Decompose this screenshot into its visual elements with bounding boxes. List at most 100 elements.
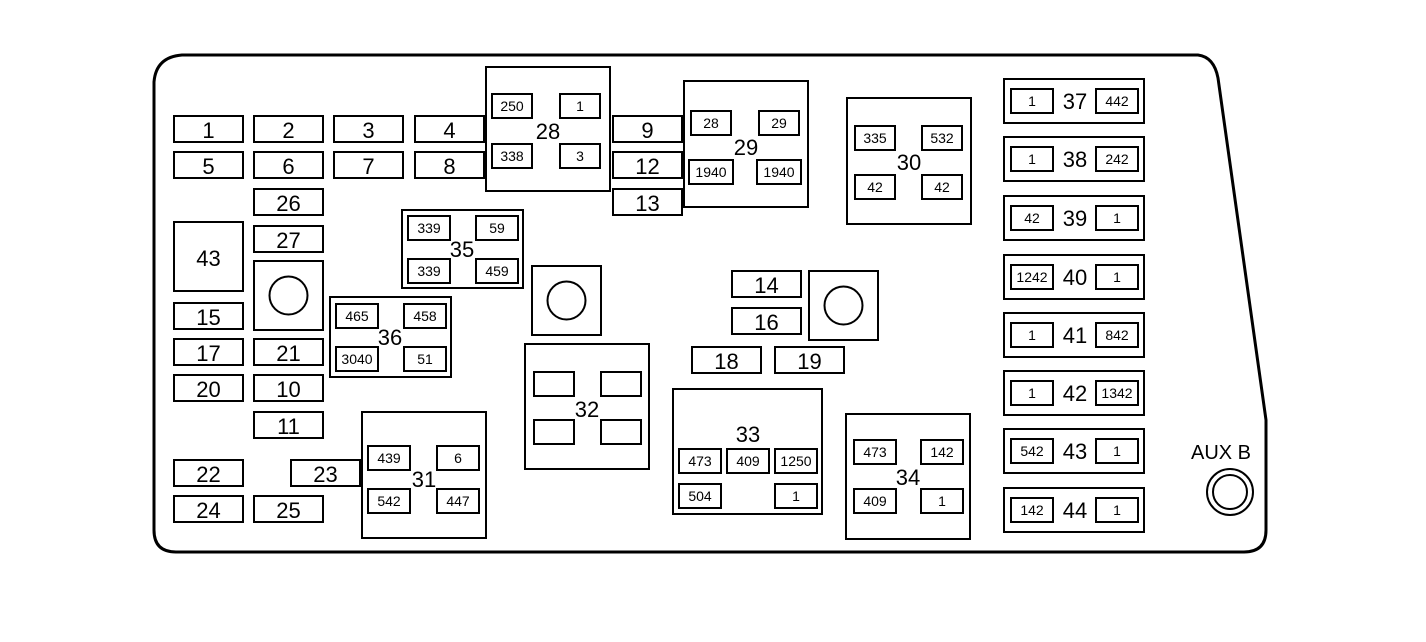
- block-43: 43: [173, 221, 244, 292]
- fuse-label: 9: [641, 118, 653, 143]
- relay-44: 142 1 44: [1003, 487, 1145, 533]
- relay-37: 1 442 37: [1003, 78, 1145, 124]
- pin-label: 458: [413, 308, 437, 324]
- pin-label: 409: [736, 453, 760, 469]
- fuse-label: 11: [277, 414, 300, 439]
- stud-center: [531, 265, 602, 336]
- fuse-8: 8: [414, 151, 485, 179]
- block-label: 32: [575, 397, 599, 422]
- block-label: 36: [378, 325, 402, 350]
- stud-circle: [546, 280, 587, 321]
- aux-b-label: AUX B: [1191, 442, 1251, 464]
- aux-b-stud: AUX B: [1191, 442, 1254, 516]
- pin-label: 1: [1028, 151, 1036, 167]
- stud-right: [808, 270, 879, 341]
- block-label: 30: [897, 150, 921, 175]
- pin-label: 42: [934, 179, 950, 195]
- stud-circle: [823, 285, 864, 326]
- fuse-label: 1: [202, 118, 214, 143]
- fuse-label: 4: [443, 118, 455, 143]
- fuse-16: 16: [731, 307, 802, 335]
- fuse-label: 26: [276, 191, 300, 216]
- fuse-label: 8: [443, 154, 455, 179]
- fuse-25: 25: [253, 495, 324, 523]
- pin-label: 1: [1113, 210, 1121, 226]
- block-label: 31: [412, 467, 436, 492]
- block-28: 250 1 338 3 28: [485, 66, 611, 192]
- pin-label: 59: [489, 220, 505, 236]
- pin-label: 1: [792, 488, 800, 504]
- fuse-23: 23: [290, 459, 361, 487]
- fuse-label: 15: [196, 305, 220, 330]
- fuse-15: 15: [173, 302, 244, 330]
- pin-label: 142: [930, 444, 954, 460]
- pin-label: 142: [1020, 502, 1044, 518]
- relay-label: 42: [1063, 381, 1087, 406]
- relay-label: 41: [1063, 323, 1087, 348]
- relay-label: 37: [1063, 89, 1087, 114]
- block-label: 28: [536, 119, 560, 144]
- pin-label: 442: [1105, 93, 1129, 109]
- fuse-9: 9: [612, 115, 683, 143]
- pin-label: 1: [1113, 269, 1121, 285]
- fuse-6: 6: [253, 151, 324, 179]
- relay-label: 39: [1063, 206, 1087, 231]
- fuse-2: 2: [253, 115, 324, 143]
- pin-label: 338: [500, 148, 524, 164]
- block-label: 33: [736, 422, 760, 447]
- fuse-label: 3: [362, 118, 374, 143]
- fuse-4: 4: [414, 115, 485, 143]
- pin-label: 1250: [780, 453, 811, 469]
- pin-label: 1: [1028, 327, 1036, 343]
- fuse-label: 13: [635, 191, 659, 216]
- fuse-13: 13: [612, 188, 683, 216]
- stud-circle: [268, 275, 309, 316]
- pin-label: 51: [417, 351, 433, 367]
- fuse-label: 25: [276, 498, 300, 523]
- fuse-label: 6: [282, 154, 294, 179]
- pin-label: 1940: [695, 164, 726, 180]
- pin-label: 339: [417, 220, 441, 236]
- block-36: 465 458 3040 51 36: [329, 296, 452, 378]
- pin-label: 532: [930, 130, 954, 146]
- pin-label: 1: [576, 98, 584, 114]
- relay-41: 1 842 41: [1003, 312, 1145, 358]
- fuse-1: 1: [173, 115, 244, 143]
- pin-label: 504: [688, 488, 712, 504]
- pin-label: 1: [1028, 93, 1036, 109]
- pin-label: 29: [771, 115, 787, 131]
- block-label: 43: [196, 246, 220, 271]
- pin-label: 339: [417, 263, 441, 279]
- block-label: 35: [450, 237, 474, 262]
- relay-label: 40: [1063, 265, 1087, 290]
- pin-label: 447: [446, 493, 470, 509]
- fuse-7: 7: [333, 151, 404, 179]
- fuse-18: 18: [691, 346, 762, 374]
- fuse-label: 12: [635, 154, 659, 179]
- fuse-label: 14: [754, 273, 778, 298]
- fuse-19: 19: [774, 346, 845, 374]
- fuse-22: 22: [173, 459, 244, 487]
- fuse-label: 7: [362, 154, 374, 179]
- fuse-label: 21: [276, 341, 300, 366]
- pin-label: 250: [500, 98, 524, 114]
- pin-label: 1242: [1016, 269, 1047, 285]
- fuse-17: 17: [173, 338, 244, 366]
- relay-40: 1242 1 40: [1003, 254, 1145, 300]
- relay-label: 38: [1063, 147, 1087, 172]
- block-label: 34: [896, 465, 920, 490]
- pin-label: 1: [1028, 385, 1036, 401]
- pin-label: 28: [703, 115, 719, 131]
- pin-label: 842: [1105, 327, 1129, 343]
- fuse-27: 27: [253, 225, 324, 253]
- pin-label: 3040: [341, 351, 372, 367]
- relay-38: 1 242 38: [1003, 136, 1145, 182]
- block-label: 29: [734, 135, 758, 160]
- pin-label: 542: [1020, 443, 1044, 459]
- fuse-26: 26: [253, 188, 324, 216]
- fuse-14: 14: [731, 270, 802, 298]
- stud-left: [253, 260, 324, 331]
- block-29: 28 29 1940 1940 29: [683, 80, 809, 208]
- fuse-label: 27: [276, 228, 300, 253]
- pin-label: 242: [1105, 151, 1129, 167]
